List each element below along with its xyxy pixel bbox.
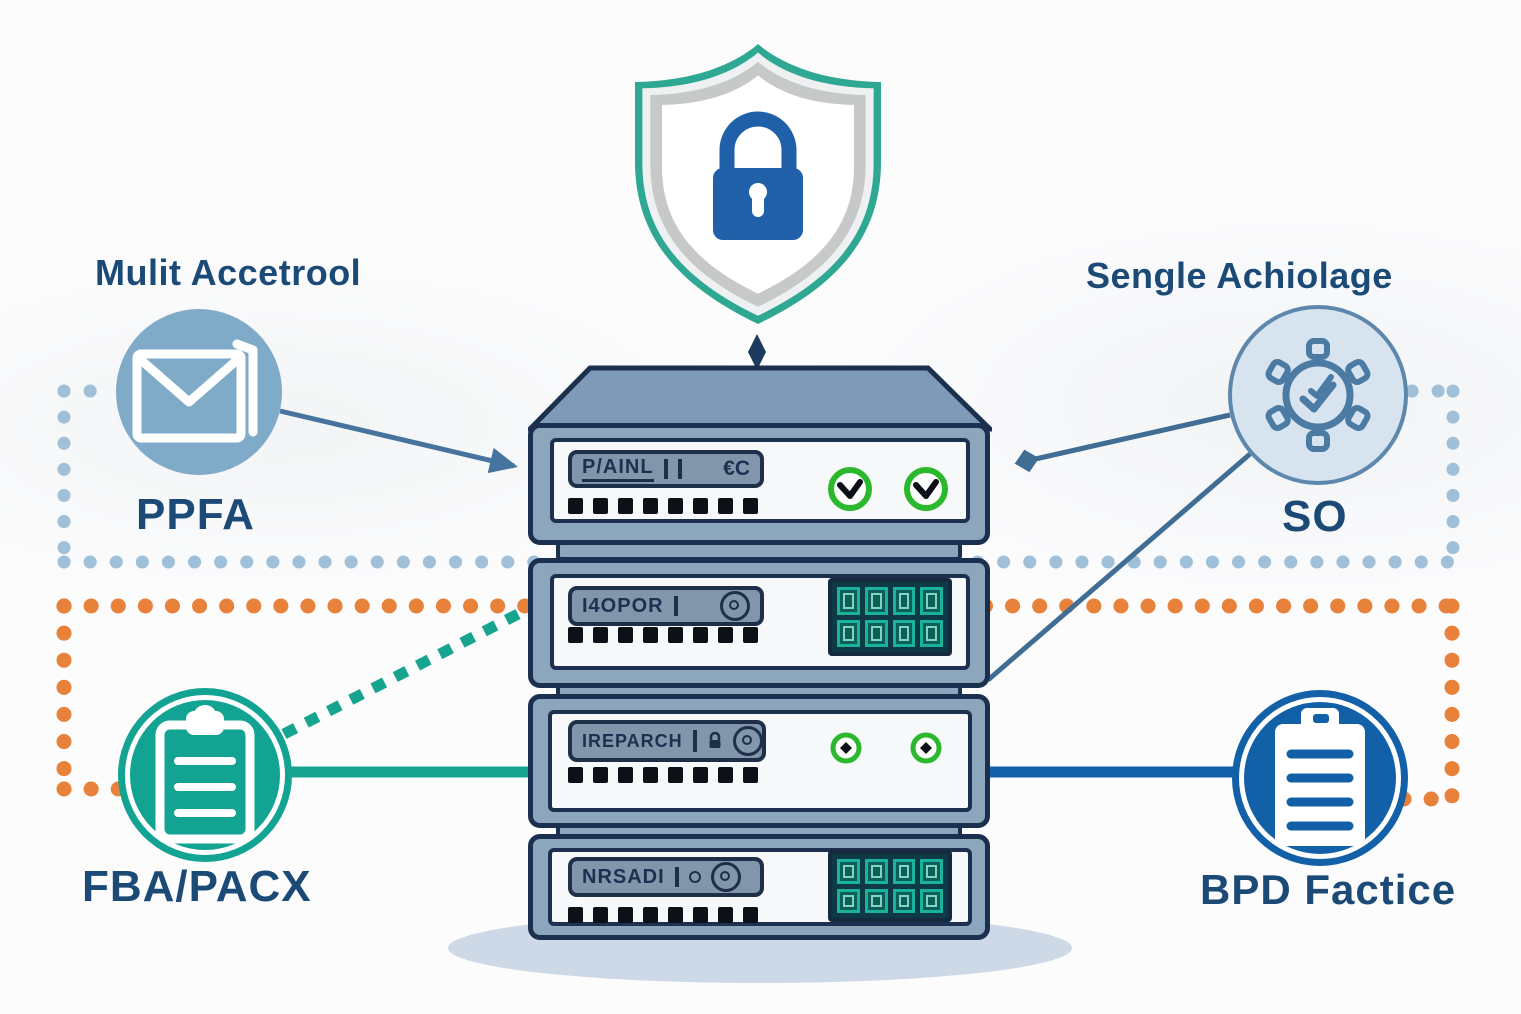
bottom-left-caption: FBA/PACX — [82, 862, 312, 911]
mfa-circle — [116, 309, 282, 475]
display-divider — [677, 459, 682, 479]
left-heading: Mulit Accetrool — [95, 252, 362, 293]
server-1-vents — [568, 498, 758, 514]
green-dot-led — [910, 732, 942, 764]
server-stack: P/AINL €C I4OPOR IREPARCH NRSADI — [528, 365, 992, 950]
server-3-display: IREPARCH — [568, 720, 766, 762]
server-2-display-text: I4OPOR — [582, 594, 664, 617]
fba-circle — [118, 688, 292, 862]
server-2-port-grid — [828, 578, 952, 656]
bpd-circle — [1232, 690, 1408, 866]
server-4-port-grid — [828, 850, 952, 922]
server-4-vents — [568, 907, 758, 923]
server-1-display-mark: €C — [723, 457, 750, 480]
sso-to-stack-arrow — [1014, 412, 1231, 473]
server-1-display: P/AINL €C — [568, 450, 764, 488]
display-divider — [674, 866, 679, 888]
server-4-display: NRSADI — [568, 857, 764, 897]
security-shield — [618, 36, 898, 341]
green-dot-led — [830, 732, 862, 764]
right-heading: Sengle Achiolage — [1086, 255, 1393, 296]
teal-dashed-link — [281, 606, 527, 739]
padlock-icon — [713, 111, 803, 240]
rack-top-face — [528, 365, 992, 432]
display-divider — [663, 459, 668, 479]
mini-dot-icon — [688, 871, 701, 883]
server-1-display-text: P/AINL — [582, 456, 654, 482]
server-2-display: I4OPOR — [568, 586, 764, 626]
display-divider — [692, 729, 697, 753]
circle-inner-ring — [125, 695, 285, 855]
globe-icon — [720, 591, 750, 621]
display-divider — [673, 595, 678, 617]
gear-check-icon — [1265, 338, 1371, 452]
bottom-right-caption: BPD Factice — [1200, 866, 1457, 913]
server-3-display-text: IREPARCH — [582, 730, 683, 751]
left-caption: PPFA — [136, 490, 255, 539]
green-check-led — [828, 467, 872, 511]
server-2-vents — [568, 627, 758, 643]
envelope-to-stack-arrow — [279, 408, 518, 474]
server-4-display-text: NRSADI — [582, 865, 665, 888]
server-3-vents — [568, 767, 758, 783]
sso-circle — [1228, 305, 1408, 485]
right-caption: SO — [1282, 492, 1348, 541]
green-check-led — [904, 467, 948, 511]
gauge-icon — [710, 862, 741, 892]
gauge-icon — [732, 726, 763, 756]
envelope-icon — [132, 339, 258, 443]
sso-to-stack-line — [986, 452, 1252, 682]
circle-inner-ring — [1239, 697, 1401, 859]
mini-lock-icon — [709, 731, 721, 748]
